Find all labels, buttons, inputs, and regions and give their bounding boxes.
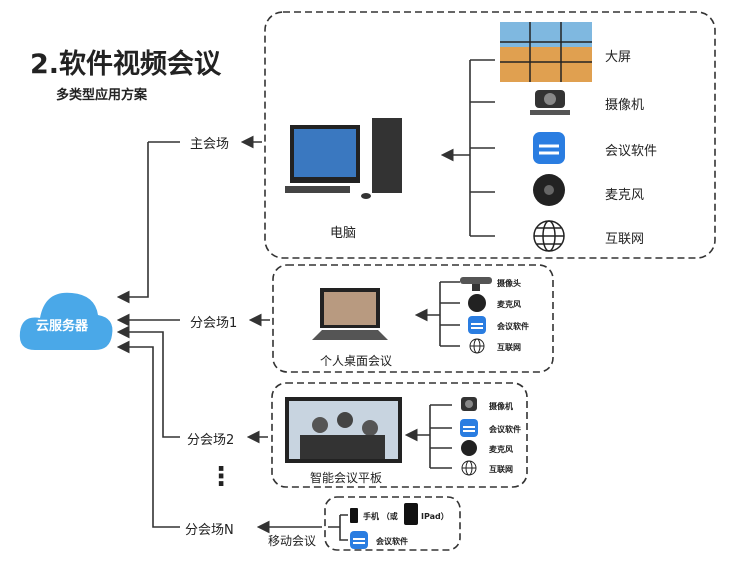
cloud-icon (19, 292, 113, 350)
tablet-icon (404, 503, 418, 525)
branch2-device: 智能会议平板 (310, 471, 383, 485)
microphone-icon (461, 440, 477, 456)
main-item: 互联网 (605, 232, 645, 247)
branchN-label: 分会场N (185, 523, 234, 538)
branch1-box (272, 264, 554, 373)
branch1-device: 个人桌面会议 (320, 354, 393, 368)
meeting-app-icon (533, 132, 565, 164)
main-item: 会议软件 (605, 144, 658, 159)
camera-icon (461, 397, 477, 411)
branch1-item: 互联网 (497, 343, 521, 352)
branch1-label: 分会场1 (190, 316, 238, 331)
page-subtitle: 多类型应用方案 (56, 88, 148, 103)
branch1-item: 会议软件 (497, 322, 529, 331)
laptop-icon (312, 288, 388, 340)
ipad-label: IPad） (421, 512, 449, 521)
smart-panel-icon (285, 397, 402, 463)
globe-icon (533, 220, 565, 252)
branch2-item: 会议软件 (489, 425, 521, 434)
branch2-item: 摄像机 (489, 402, 513, 411)
phone-label: 手机 （或 (363, 512, 398, 521)
branch2-box (271, 382, 528, 488)
main-label: 主会场 (190, 137, 230, 152)
video-wall-icon (500, 22, 592, 82)
main-device: 电脑 (330, 226, 357, 241)
connectors (116, 59, 495, 541)
ellipsis: ⋮ (208, 462, 234, 492)
globe-icon (469, 338, 485, 354)
main-item: 大屏 (605, 50, 632, 65)
branchN-device: 移动会议 (268, 534, 317, 548)
branchN-box (324, 496, 461, 551)
branch2-item: 麦克风 (489, 445, 513, 454)
main-item: 摄像机 (605, 98, 645, 113)
globe-icon (461, 460, 477, 476)
main-item: 麦克风 (605, 188, 645, 203)
cloud-label: 云服务器 (36, 319, 89, 334)
meeting-app-icon (468, 316, 486, 334)
branch1-item: 麦克风 (497, 300, 521, 309)
meeting-app-icon (460, 419, 478, 437)
main-box (264, 11, 716, 259)
page-title: 2.软件视频会议 (30, 49, 222, 80)
branch2-label: 分会场2 (187, 433, 235, 448)
microphone-icon (533, 174, 565, 206)
computer-icon (285, 118, 402, 199)
phone-icon (350, 508, 358, 523)
meeting-app-icon (350, 531, 368, 549)
branch2-item: 互联网 (489, 465, 513, 474)
software-label: 会议软件 (376, 537, 408, 546)
camera-icon (530, 90, 570, 115)
branch1-item: 摄像头 (497, 279, 521, 288)
webcam-icon (460, 277, 492, 291)
microphone-icon (468, 294, 486, 312)
